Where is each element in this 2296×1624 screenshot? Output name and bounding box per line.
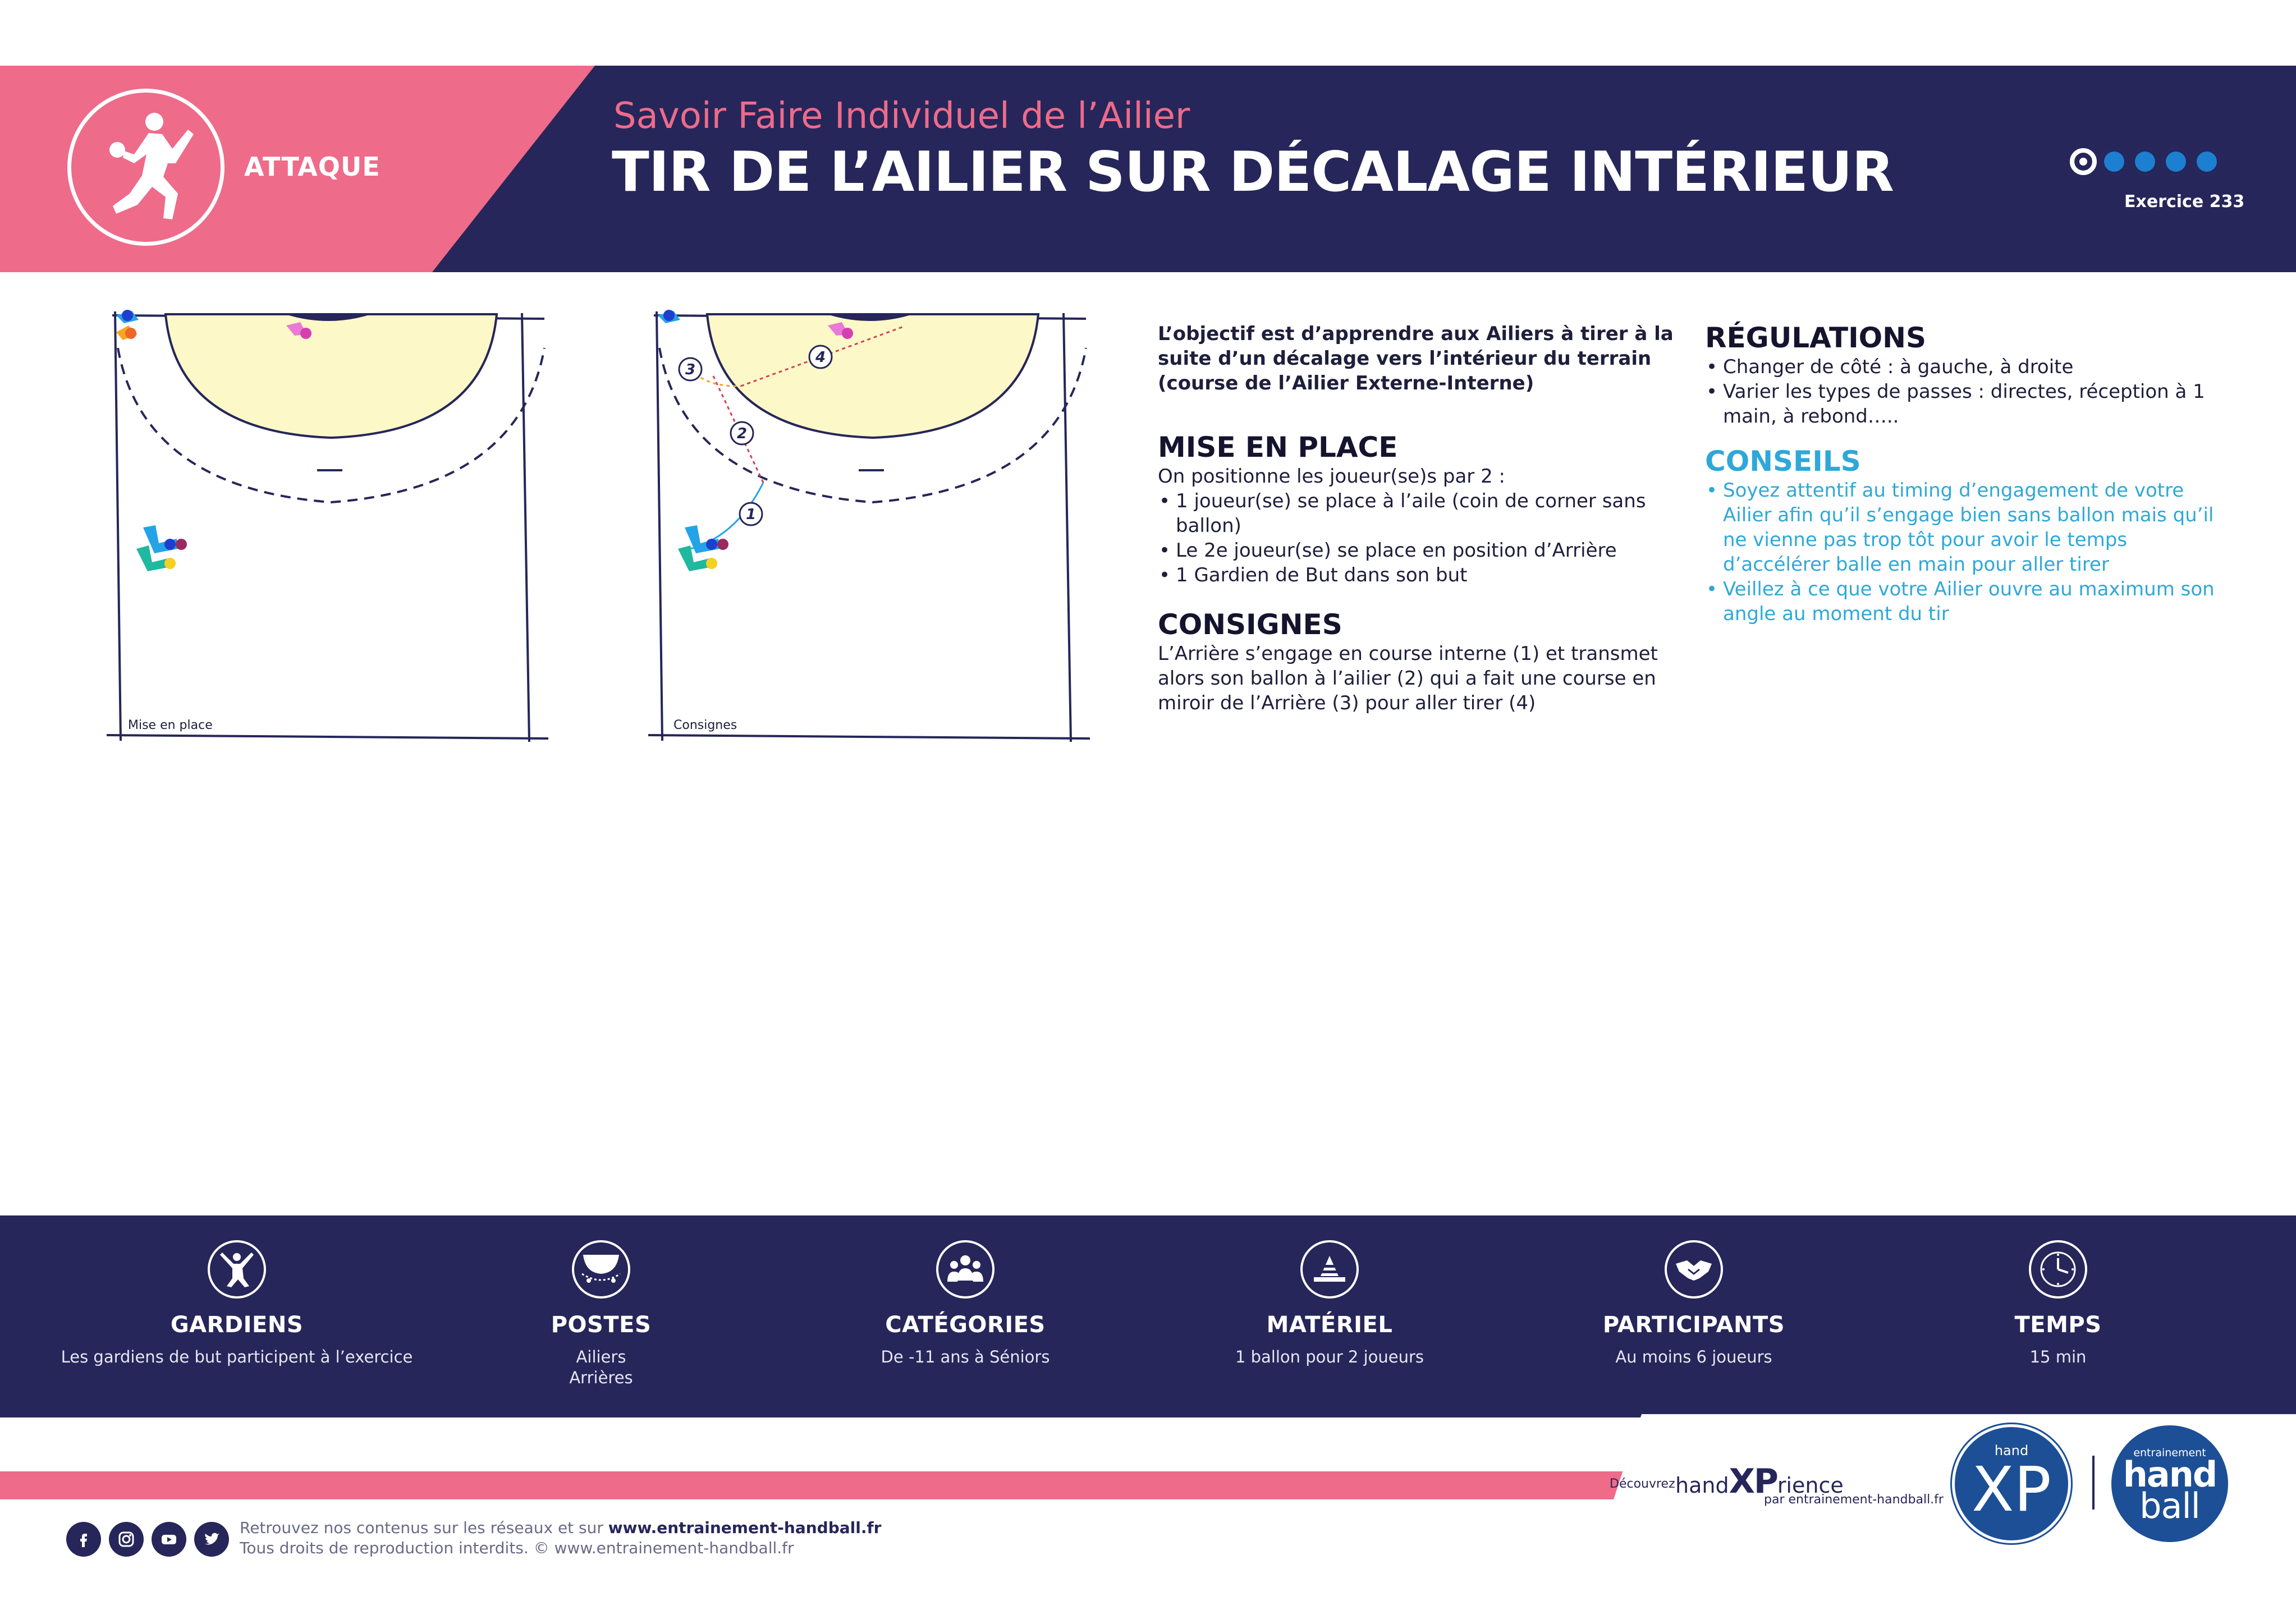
info-value: Les gardiens de but participent à l’exer… xyxy=(61,1347,413,1366)
info-time: TEMPS 15 min xyxy=(1878,1240,2238,1368)
clock-icon xyxy=(2029,1240,2087,1299)
difficulty-ball-empty-icon xyxy=(2162,148,2189,175)
info-label: PARTICIPANTS xyxy=(1602,1312,1785,1338)
tips-heading: CONSEILS xyxy=(1705,445,1861,478)
difficulty-ball-empty-icon xyxy=(2132,148,2158,175)
regulations-list: Changer de côté : à gauche, à droite Var… xyxy=(1705,355,2238,429)
free-throw-line xyxy=(117,347,546,504)
footer-site-link[interactable]: www.entrainement-handball.fr xyxy=(608,1519,882,1537)
xp-logo-small: hand xyxy=(1994,1443,2029,1458)
info-value: 1 ballon pour 2 joueurs xyxy=(1235,1347,1424,1366)
instructions-caption: Consignes xyxy=(673,718,737,732)
info-label: POSTES xyxy=(551,1312,652,1338)
entrainement-handball-logo[interactable]: entrainement hand ball xyxy=(2111,1425,2228,1542)
list-item: Varier les types de passes : directes, r… xyxy=(1705,379,2238,429)
goal-area xyxy=(164,313,498,439)
court-positions-icon xyxy=(572,1240,630,1299)
cone-icon xyxy=(1300,1240,1359,1299)
list-item: Veillez à ce que votre Ailier ouvre au m… xyxy=(1705,577,2238,626)
info-value: Ailiers Arrières xyxy=(569,1347,633,1387)
category-label: ATTAQUE xyxy=(244,152,381,182)
step-markers xyxy=(678,345,833,526)
info-label: GARDIENS xyxy=(170,1312,304,1338)
info-value: De -11 ans à Séniors xyxy=(881,1347,1050,1366)
info-equipment: MATÉRIEL 1 ballon pour 2 joueurs xyxy=(1150,1240,1509,1368)
goalkeeper-marker xyxy=(286,322,311,339)
difficulty-ball-empty-icon xyxy=(2101,148,2128,175)
xp-logo[interactable]: hand XP xyxy=(1952,1424,2071,1543)
step-3-label: 3 xyxy=(685,361,695,378)
difficulty-ball-filled-icon xyxy=(2070,148,2097,175)
goalkeeper-icon xyxy=(208,1240,266,1299)
footer-social-text: Retrouvez nos contenus sur les réseaux e… xyxy=(240,1519,881,1537)
step-4-label: 4 xyxy=(815,349,826,366)
court-diagram-setup xyxy=(106,310,549,742)
footer-text: Retrouvez nos contenus sur les réseaux e… xyxy=(240,1519,608,1537)
info-categories: CATÉGORIES De -11 ans à Séniors xyxy=(786,1240,1145,1368)
info-band xyxy=(0,1215,2296,1417)
footer-copyright: Tous droits de reproduction interdits. ©… xyxy=(240,1539,794,1557)
xp-logo-big: XP xyxy=(1972,1453,2051,1525)
list-item: 1 Gardien de But dans son but xyxy=(1158,563,1685,588)
promo-hand: hand xyxy=(1675,1473,1729,1498)
objective-text: L’objectif est d’apprendre aux Ailiers à… xyxy=(1158,323,1674,394)
text-column-right: RÉGULATIONS Changer de côté : à gauche, … xyxy=(1705,321,2238,626)
wing-player-marker xyxy=(116,310,139,340)
promo-by: par entrainement-handball.fr xyxy=(1764,1493,1944,1507)
text-column-left: L’objectif est d’apprendre aux Ailiers à… xyxy=(1158,322,1685,715)
eh-logo-hand: hand xyxy=(2123,1454,2218,1495)
handshake-icon xyxy=(1665,1240,1723,1299)
step-1-label: 1 xyxy=(746,506,756,523)
step-2-label: 2 xyxy=(737,425,747,442)
setup-caption: Mise en place xyxy=(128,718,213,732)
setup-lead: On positionne les joueur(se)s par 2 : xyxy=(1158,465,1505,488)
difficulty-rating xyxy=(2070,148,2220,175)
promo-prefix: Découvrez xyxy=(1610,1477,1675,1491)
regulations-heading: RÉGULATIONS xyxy=(1705,322,1927,354)
eh-logo-ball: ball xyxy=(2139,1485,2201,1526)
exercise-number: Exercice 233 xyxy=(2124,192,2245,212)
back-players-marker xyxy=(136,525,187,571)
setup-heading: MISE EN PLACE xyxy=(1158,431,1398,464)
info-value: 15 min xyxy=(2029,1347,2087,1366)
wing-player-marker xyxy=(658,310,680,323)
info-positions: POSTES Ailiers Arrières xyxy=(421,1240,781,1388)
goal xyxy=(289,315,368,321)
promo-xp: XP xyxy=(1729,1462,1779,1501)
info-goalkeepers: GARDIENS Les gardiens de but participent… xyxy=(57,1240,416,1368)
info-label: MATÉRIEL xyxy=(1266,1312,1393,1338)
goalkeeper-marker xyxy=(828,322,853,339)
list-item: 1 joueur(se) se place à l’aile (coin de … xyxy=(1158,489,1685,538)
eh-logo-small: entrainement xyxy=(2133,1447,2206,1459)
youtube-icon[interactable] xyxy=(152,1522,186,1557)
group-icon xyxy=(936,1240,995,1299)
difficulty-ball-empty-icon xyxy=(2193,148,2220,175)
instructions-text: L’Arrière s’engage en course interne (1)… xyxy=(1158,643,1658,714)
attack-player-logo xyxy=(67,89,224,246)
promo-rience: rience xyxy=(1777,1473,1844,1498)
info-label: CATÉGORIES xyxy=(885,1312,1046,1338)
twitter-icon[interactable] xyxy=(194,1522,229,1557)
list-item: Changer de côté : à gauche, à droite xyxy=(1705,355,2238,379)
back-players-marker xyxy=(678,525,728,571)
logo-separator xyxy=(2092,1456,2095,1510)
instagram-icon[interactable] xyxy=(109,1522,144,1557)
footer-pink-strip xyxy=(0,1471,1684,1499)
facebook-icon[interactable] xyxy=(66,1522,101,1557)
court-diagram-instructions: 1 2 3 4 xyxy=(648,310,1090,742)
list-item: Le 2e joueur(se) se place en position d’… xyxy=(1158,538,1685,563)
page-subtitle: Savoir Faire Individuel de l’Ailier xyxy=(613,95,1190,137)
info-value: Au moins 6 joueurs xyxy=(1615,1347,1772,1366)
info-label: TEMPS xyxy=(2014,1312,2102,1338)
setup-list: 1 joueur(se) se place à l’aile (coin de … xyxy=(1158,489,1685,588)
instructions-heading: CONSIGNES xyxy=(1158,608,1342,641)
tips-list: Soyez attentif au timing d’engagement de… xyxy=(1705,478,2238,626)
info-participants: PARTICIPANTS Au moins 6 joueurs xyxy=(1514,1240,1873,1368)
page-title: TIR DE L’AILIER SUR DÉCALAGE INTÉRIEUR xyxy=(612,140,1894,204)
handball-player-icon xyxy=(109,113,194,219)
list-item: Soyez attentif au timing d’engagement de… xyxy=(1705,478,2238,577)
handxprience-logo[interactable]: handXPrience xyxy=(1675,1462,1844,1501)
